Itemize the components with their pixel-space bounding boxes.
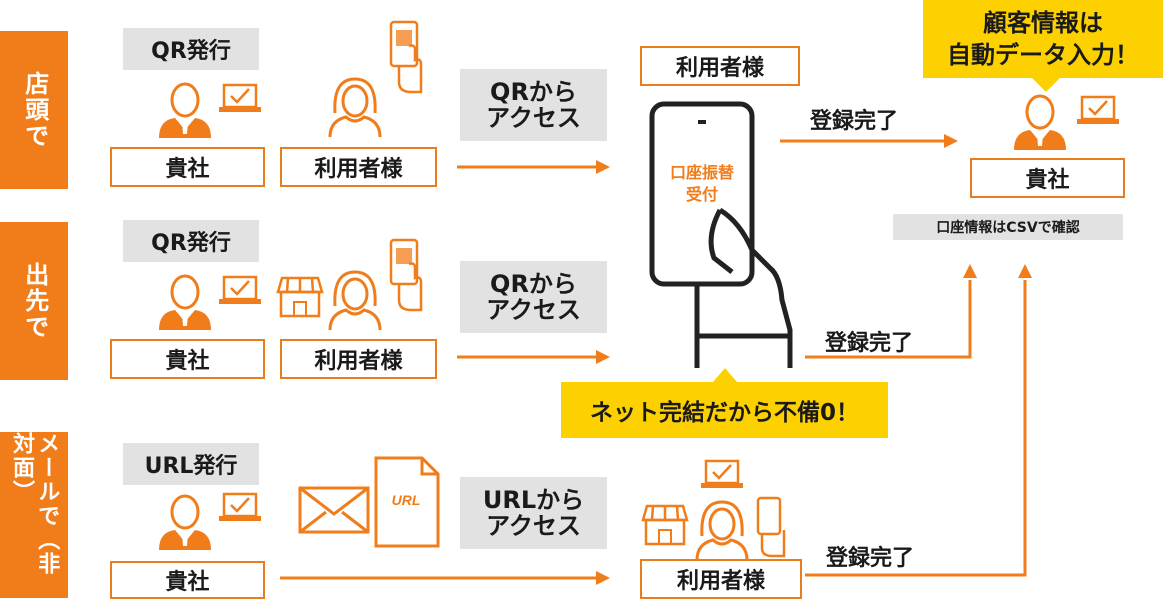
laptop-check-icon [1075, 95, 1121, 126]
company-box-mail: 貴社 [110, 561, 265, 599]
done-label-store: 登録完了 [810, 109, 899, 134]
access-label-visit-line2: アクセス [486, 296, 581, 324]
flow-arrow [457, 160, 610, 174]
user-box-visit: 利用者様 [280, 339, 437, 379]
center-user-box: 利用者様 [640, 46, 800, 86]
access-label-mail: URLから アクセス [460, 477, 607, 549]
issue-label-visit: QR発行 [123, 220, 259, 262]
no-error-callout: ネット完結だから不備0！ [561, 382, 888, 438]
flow-arrow [780, 134, 958, 148]
company-person-icon [157, 82, 213, 140]
row-tab-visit: 出先で [0, 222, 68, 380]
row-tab-store: 店頭で [0, 31, 68, 189]
access-label-store-line2: アクセス [486, 104, 581, 132]
issue-label-store: QR発行 [123, 28, 259, 70]
done-label-mail: 登録完了 [826, 546, 915, 571]
row-tab-mail: メールで（非対面） [0, 432, 68, 598]
callout-pointer [1032, 78, 1060, 92]
user-person-icon [328, 270, 382, 332]
smartphone-hand-icon: 口座振替 受付 [649, 101, 793, 368]
access-label-mail-line1: URLから [482, 485, 585, 514]
row-tab-mail-label: メールで（非対面） [9, 432, 60, 576]
store-icon [276, 276, 324, 318]
laptop-check-icon [217, 83, 263, 114]
user-box-mail: 利用者様 [640, 559, 802, 599]
user-person-icon [695, 500, 749, 562]
access-label-store: QRから アクセス [460, 69, 607, 141]
laptop-check-icon [699, 459, 745, 490]
flow-arrow [805, 264, 977, 359]
callout-pointer [713, 368, 737, 382]
auto-input-callout-line1: 顧客情報は [983, 8, 1103, 37]
store-icon [641, 504, 689, 546]
phone-qr-icon [389, 20, 423, 94]
phone-qr-icon [389, 238, 423, 312]
laptop-check-icon [217, 492, 263, 523]
access-label-store-line1: QRから [490, 77, 577, 106]
access-label-visit: QRから アクセス [460, 261, 607, 333]
company-person-icon [157, 274, 213, 332]
flow-arrow [280, 571, 610, 585]
flow-arrow [805, 264, 1032, 577]
row-tab-visit-label: 出先で [20, 262, 49, 340]
done-label-visit: 登録完了 [825, 331, 914, 356]
issue-label-mail: URL発行 [123, 443, 259, 485]
row-tab-store-label: 店頭で [20, 71, 49, 149]
user-box-store: 利用者様 [280, 147, 437, 187]
auto-input-callout: 顧客情報は 自動データ入力！ [923, 0, 1163, 78]
access-label-mail-line2: アクセス [486, 512, 581, 540]
company-person-icon [1012, 94, 1068, 152]
url-document-icon: URL [374, 456, 440, 548]
access-label-visit-line1: QRから [490, 269, 577, 298]
screen-text-line1: 口座振替 [670, 163, 734, 182]
csv-note: 口座情報はCSVで確認 [893, 214, 1123, 240]
mail-envelope-icon [298, 486, 370, 534]
user-person-icon [328, 77, 382, 139]
auto-input-callout-line2: 自動データ入力！ [947, 41, 1139, 69]
company-box-store: 貴社 [110, 147, 265, 187]
company-person-icon [157, 494, 213, 552]
url-document-label: URL [392, 492, 421, 508]
laptop-check-icon [217, 275, 263, 306]
company-box-visit: 貴社 [110, 339, 265, 379]
phone-icon [756, 496, 786, 558]
right-company-box: 貴社 [970, 158, 1125, 198]
screen-text-line2: 受付 [686, 185, 718, 204]
no-error-callout-text: ネット完結だから不備0！ [589, 400, 859, 426]
flow-arrow [457, 350, 610, 364]
